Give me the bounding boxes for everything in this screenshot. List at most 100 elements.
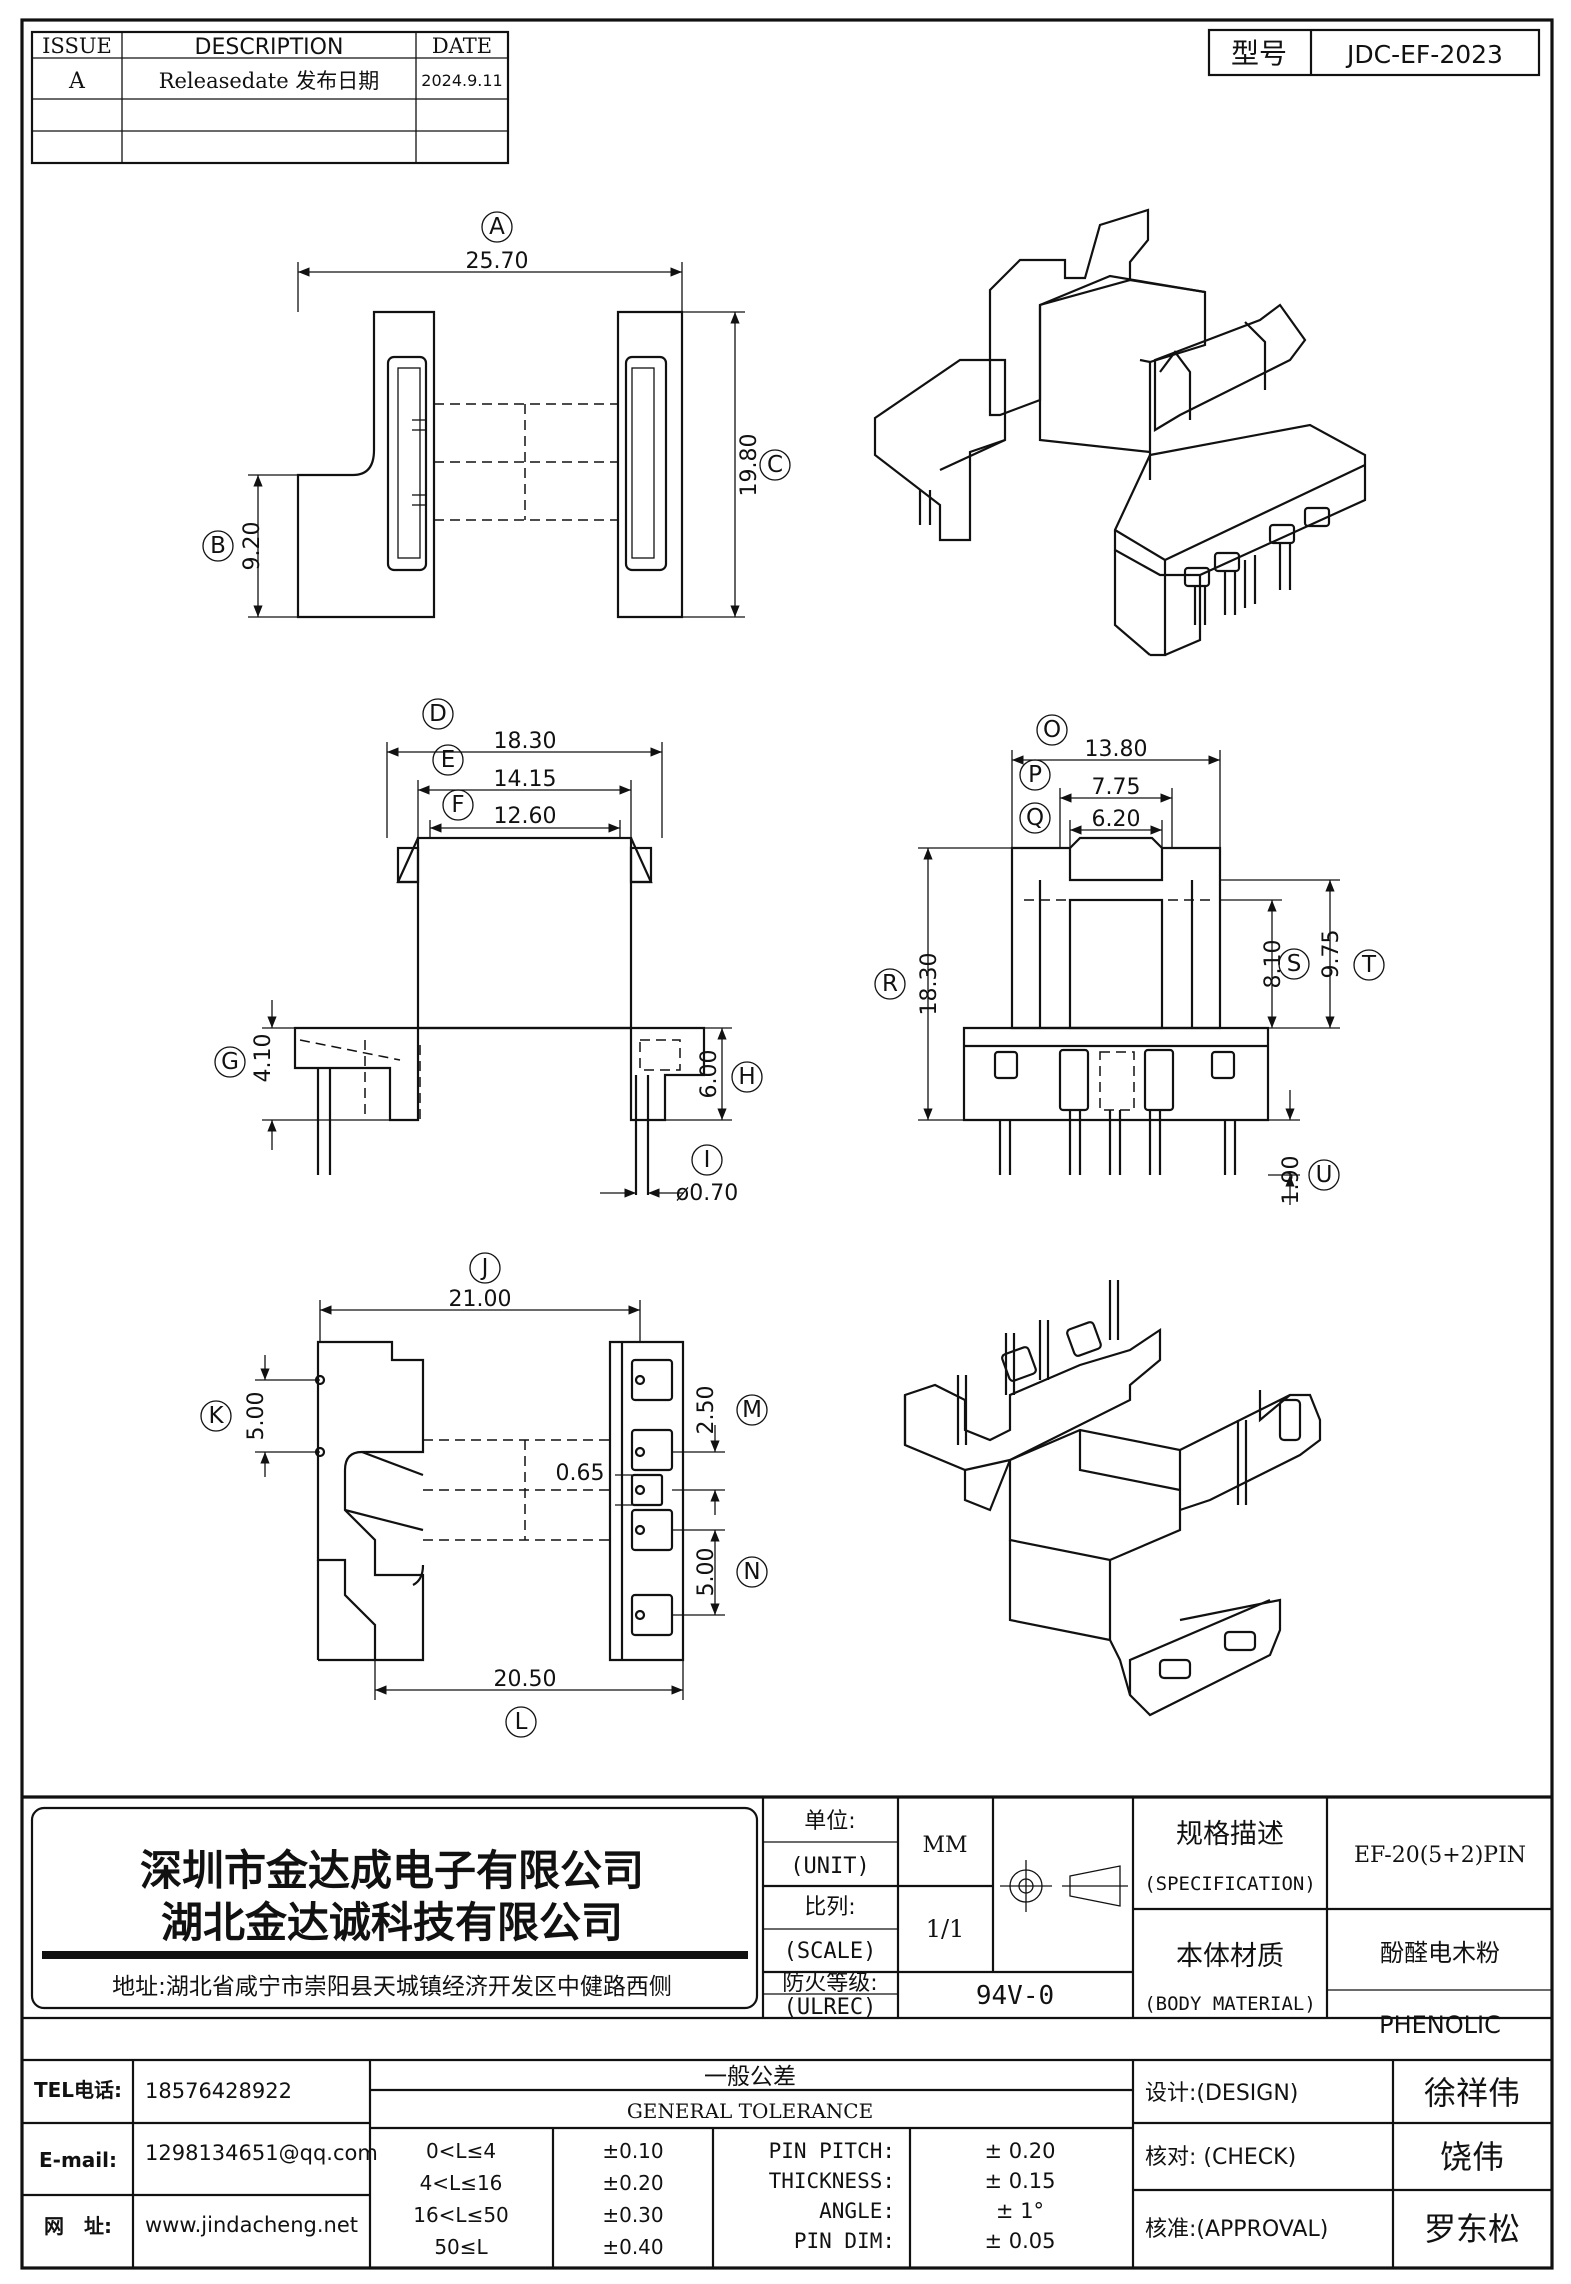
scale-cn: 比列: [804,1895,855,1920]
dim-r: 18.30 [917,953,942,1016]
balloon-u: U [1308,1159,1340,1191]
front-view: 18.30 14.15 12.60 4.10 6.00 ø0.70 [251,729,738,1206]
rev-header-description: DESCRIPTION [195,35,344,60]
bottom-view: 21.00 5.00 20.50 2.50 0.65 5.00 [244,1287,725,1700]
web-label: 网 址: [44,2214,112,2238]
company-name-2: 湖北金达诚科技有限公司 [161,1898,623,1947]
special-value-3: ± 1° [996,2199,1044,2223]
tolerance-title-cn: 一般公差 [704,2064,796,2090]
balloon-f: F [442,789,474,821]
special-label-3: ANGLE: [819,2199,895,2223]
dim-m2: 0.65 [556,1461,605,1486]
design-name: 徐祥伟 [1424,2074,1520,2112]
balloon-l: L [505,1706,537,1738]
model-value: JDC-EF-2023 [1345,40,1503,69]
dim-c: 19.80 [737,434,762,497]
spec-cn: 规格描述 [1176,1819,1284,1850]
svg-text:T: T [1361,952,1377,978]
svg-text:K: K [208,1403,224,1429]
company-name-1: 深圳市金达成电子有限公司 [140,1846,644,1895]
dim-n: 5.00 [694,1548,719,1597]
tol-value-3: ±0.30 [602,2203,663,2227]
model-box: 型号 JDC-EF-2023 [1207,28,1541,77]
svg-text:L: L [515,1709,528,1735]
special-value-2: ± 0.15 [984,2169,1055,2193]
dim-b: 9.20 [240,522,265,571]
balloon-q: Q [1019,802,1051,834]
tol-range-3: 16<L≤50 [413,2203,509,2227]
svg-text:F: F [451,792,464,818]
material-value-en: PHENOLIC [1379,2011,1501,2039]
dim-m: 2.50 [694,1386,719,1435]
dim-l: 20.50 [494,1667,557,1692]
balloon-b: B [202,530,234,562]
special-label-2: THICKNESS: [769,2169,895,2193]
revision-table: ISSUE DESCRIPTION DATE A Releasedate 发布日… [30,30,510,165]
projection-symbol [1000,1860,1128,1912]
svg-text:O: O [1043,717,1061,743]
special-label-1: PIN PITCH: [769,2139,895,2163]
rev-row-issue: A [68,69,86,94]
ulrec-cn: 防火等级: [782,1971,877,1996]
svg-text:R: R [882,971,898,997]
balloon-j: J [469,1252,501,1284]
material-value-cn: 酚醛电木粉 [1380,1939,1500,1967]
dim-k: 5.00 [244,1392,269,1441]
rev-row-description: Releasedate 发布日期 [159,69,380,93]
top-view: 25.70 19.80 9.20 [240,249,762,619]
material-cn: 本体材质 [1176,1941,1284,1972]
dim-j: 21.00 [449,1287,512,1312]
dim-q: 6.20 [1092,807,1141,832]
approval-label: 核准:(APPROVAL) [1145,2217,1328,2242]
balloon-n: N [736,1556,768,1588]
check-name: 饶伟 [1440,2138,1504,2176]
balloon-e: E [432,744,464,776]
dim-u: 1.90 [1279,1156,1304,1205]
svg-text:M: M [742,1397,762,1423]
balloon-p: P [1019,759,1051,791]
dim-o: 13.80 [1085,737,1148,762]
email-label: E-mail: [39,2148,117,2172]
balloons: A B C D E F G H I J K L M N O P Q R S T … [200,211,1385,1738]
tol-range-2: 4<L≤16 [420,2171,503,2195]
iso-view-top [873,208,1367,657]
balloon-i: I [691,1144,723,1176]
balloon-d: D [422,698,454,730]
dim-f: 12.60 [494,804,557,829]
svg-text:E: E [441,747,456,773]
unit-value: MM [922,1833,967,1858]
approval-name: 罗东松 [1424,2210,1520,2248]
balloon-c: C [759,449,791,481]
ulrec-en: (ULREC) [784,1995,877,2020]
svg-text:B: B [210,533,226,559]
balloon-r: R [874,968,906,1000]
dim-g: 4.10 [251,1034,276,1083]
tolerance-title-en: GENERAL TOLERANCE [627,2099,873,2123]
rev-header-issue: ISSUE [42,34,112,58]
spec-en: (SPECIFICATION) [1144,1873,1316,1895]
dim-a: 25.70 [466,249,529,274]
unit-cn: 单位: [804,1809,855,1834]
svg-text:S: S [1287,951,1302,977]
model-label: 型号 [1231,37,1287,70]
dim-t: 9.75 [1319,930,1344,979]
tol-value-1: ±0.10 [602,2139,663,2163]
tel-value: 18576428922 [145,2079,292,2103]
svg-text:U: U [1316,1162,1333,1188]
unit-en: (UNIT) [790,1854,869,1879]
iso-view-bottom [903,1280,1322,1717]
balloon-a: A [481,211,513,243]
rev-row-date: 2024.9.11 [421,71,502,90]
ulrec-value: 94V-0 [976,1981,1054,2011]
special-value-1: ± 0.20 [984,2139,1055,2163]
svg-text:N: N [743,1559,760,1585]
design-label: 设计:(DESIGN) [1145,2081,1298,2106]
balloon-g: G [214,1046,246,1078]
dim-d: 18.30 [494,729,557,754]
svg-text:D: D [429,701,447,727]
special-value-4: ± 0.05 [984,2229,1055,2253]
dim-e: 14.15 [494,767,557,792]
check-label: 核对: (CHECK) [1145,2145,1296,2170]
balloon-t: T [1353,949,1385,981]
